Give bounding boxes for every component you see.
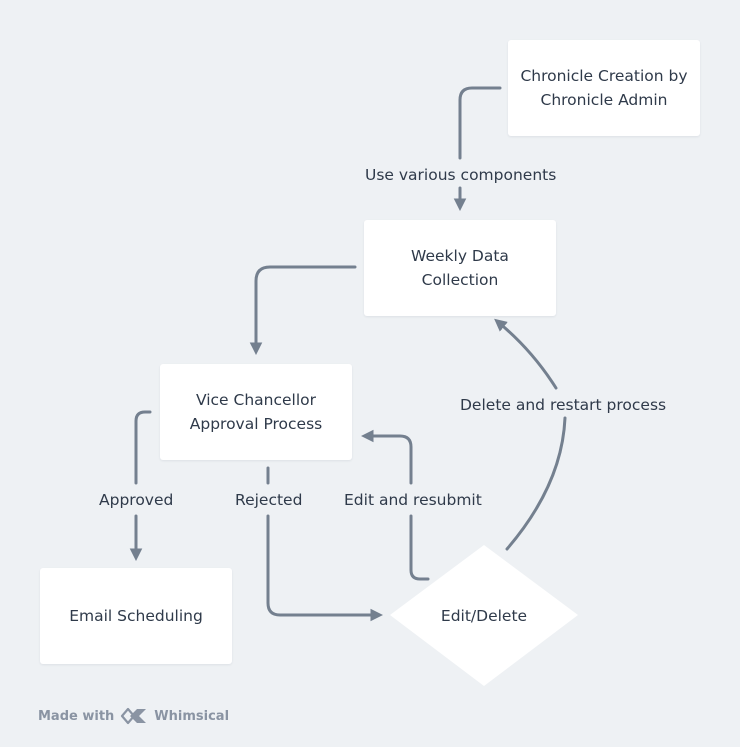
edge-label-use-components: Use various components	[361, 165, 561, 185]
node-edit-delete-label: Edit/Delete	[440, 607, 528, 625]
node-weekly-collection[interactable]: Weekly Data Collection	[364, 220, 556, 316]
whimsical-logo-icon	[121, 707, 147, 725]
node-weekly-collection-label: Weekly Data Collection	[411, 247, 509, 289]
connector-rejected-lower	[266, 514, 384, 622]
node-chronicle-creation[interactable]: Chronicle Creation by Chronicle Admin	[508, 40, 700, 136]
whimsical-brand: Whimsical	[154, 708, 230, 724]
connector-resubmit-lower	[409, 514, 430, 581]
made-with-footer[interactable]: Made with Whimsical	[38, 707, 229, 725]
connector-weekly-to-vc	[249, 265, 357, 356]
node-email-scheduling-label: Email Scheduling	[69, 607, 203, 625]
connector-creation-to-weekly	[458, 86, 502, 160]
connector-restart-upper	[494, 318, 558, 390]
edge-label-rejected: Rejected	[231, 490, 307, 510]
edit-delete-diamond[interactable]	[390, 545, 578, 686]
connector-approved-upper	[134, 410, 152, 485]
edge-label-edit-resubmit: Edit and resubmit	[340, 490, 486, 510]
node-vc-approval-label: Vice Chancellor Approval Process	[189, 391, 323, 433]
made-with-label: Made with	[38, 708, 115, 724]
edge-label-approved: Approved	[95, 490, 178, 510]
connector-restart-lower	[505, 416, 567, 551]
node-email-scheduling[interactable]: Email Scheduling	[40, 568, 232, 664]
node-chronicle-creation-label: Chronicle Creation by Chronicle Admin	[520, 67, 688, 109]
connector-resubmit-upper	[360, 429, 413, 485]
edge-label-delete-restart: Delete and restart process	[456, 395, 671, 415]
node-vc-approval[interactable]: Vice Chancellor Approval Process	[160, 364, 352, 460]
